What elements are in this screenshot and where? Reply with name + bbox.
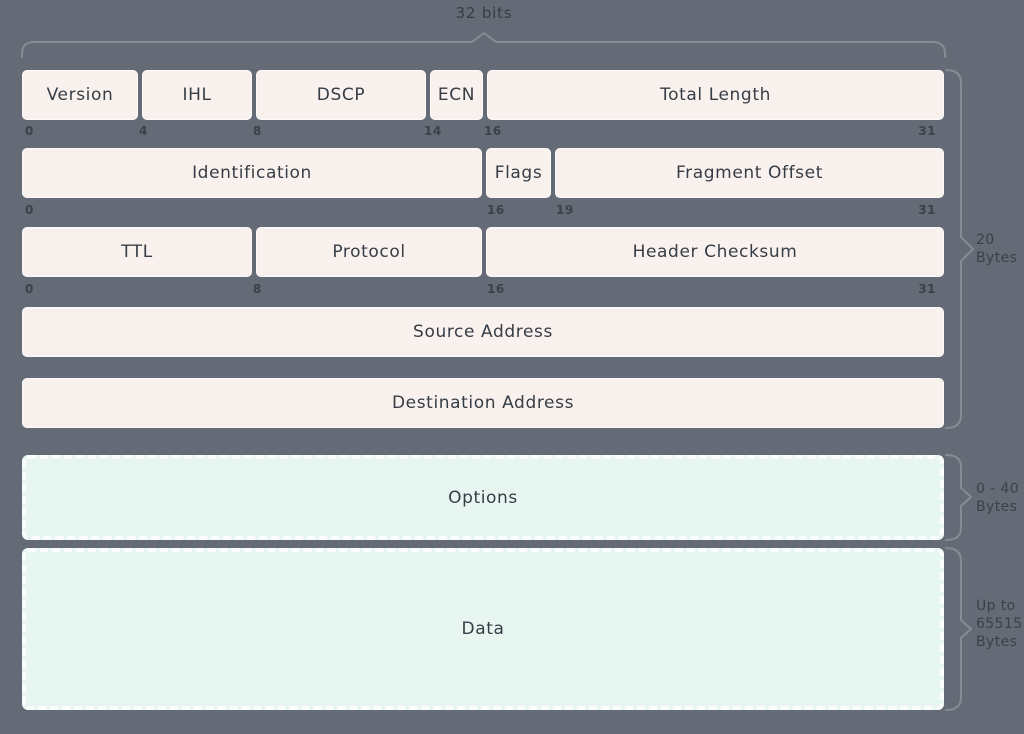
bit-label: 8 xyxy=(253,282,262,296)
field-dscp: DSCP xyxy=(256,70,426,120)
field-ttl: TTL xyxy=(22,227,252,277)
field-flags: Flags xyxy=(486,148,551,198)
bit-label: 0 xyxy=(25,203,34,217)
field-identification: Identification xyxy=(22,148,482,198)
bit-label: 4 xyxy=(139,124,148,138)
bit-label: 0 xyxy=(25,282,34,296)
bit-label: 31 xyxy=(918,203,936,217)
field-total-length: Total Length xyxy=(487,70,944,120)
field-fragment-offset: Fragment Offset xyxy=(555,148,944,198)
bit-label: 0 xyxy=(25,124,34,138)
bit-label: 16 xyxy=(487,203,505,217)
field-options: Options xyxy=(22,455,944,540)
top-width-brace xyxy=(21,32,946,58)
field-destination-address: Destination Address xyxy=(22,378,944,428)
bit-label: 14 xyxy=(424,124,442,138)
field-source-address: Source Address xyxy=(22,307,944,357)
header-size-label: 20 Bytes xyxy=(976,232,1018,266)
bits-width-title: 32 bits xyxy=(455,4,513,22)
data-bytes-brace xyxy=(945,547,972,711)
bit-label: 16 xyxy=(487,282,505,296)
bit-label: 8 xyxy=(253,124,262,138)
header-bytes-brace xyxy=(945,69,974,429)
field-version: Version xyxy=(22,70,138,120)
field-header-checksum: Header Checksum xyxy=(486,227,944,277)
bit-label: 31 xyxy=(918,282,936,296)
options-bytes-brace xyxy=(945,454,972,541)
field-protocol: Protocol xyxy=(256,227,482,277)
data-size-label: Up to 65515 Bytes xyxy=(976,598,1023,650)
bit-label: 31 xyxy=(918,124,936,138)
field-data: Data xyxy=(22,548,944,710)
field-ihl: IHL xyxy=(142,70,252,120)
bit-label: 19 xyxy=(556,203,574,217)
bit-label: 16 xyxy=(484,124,502,138)
options-size-label: 0 - 40 Bytes xyxy=(976,481,1020,515)
field-ecn: ECN xyxy=(430,70,483,120)
